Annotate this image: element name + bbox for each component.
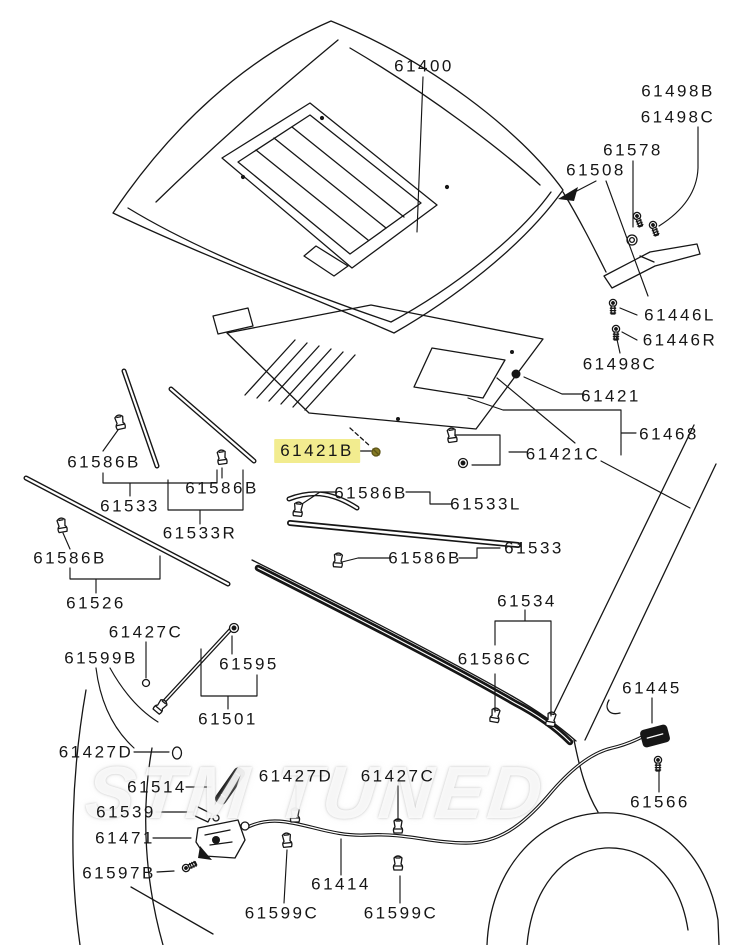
part-label-61501: 61501	[198, 709, 258, 729]
part-label-61566: 61566	[630, 792, 690, 812]
part-label-61498C: 61498C	[640, 107, 716, 127]
part-label-61599B: 61599B	[64, 648, 138, 668]
part-label-61421: 61421	[581, 386, 641, 406]
release-handle	[606, 699, 670, 772]
part-label-61599C: 61599C	[244, 903, 320, 923]
part-label-61414: 61414	[311, 874, 371, 894]
hood-vent	[221, 102, 438, 277]
part-label-61597B: 61597B	[82, 863, 156, 883]
hinge-assembly	[562, 191, 701, 341]
part-label-61427C: 61427C	[108, 622, 184, 642]
leader-lines	[62, 76, 699, 904]
part-label-61533: 61533	[504, 538, 564, 558]
prop-rod	[141, 622, 240, 716]
arrowhead-icon	[558, 187, 578, 201]
release-cable	[240, 735, 644, 871]
part-label-61427D: 61427D	[258, 766, 334, 786]
part-label-61498C: 61498C	[582, 354, 658, 374]
hood-latch	[195, 819, 246, 860]
part-label-61586B: 61586B	[67, 452, 141, 472]
part-label-61446R: 61446R	[642, 330, 718, 350]
part-label-61421B-highlighted: 61421B	[274, 439, 360, 463]
part-label-61533L: 61533L	[450, 494, 522, 514]
part-label-61586B: 61586B	[388, 548, 462, 568]
part-label-61421C: 61421C	[525, 444, 601, 464]
part-label-61427D: 61427D	[58, 742, 134, 762]
wheel-arch	[486, 812, 720, 945]
part-label-61471: 61471	[95, 828, 155, 848]
hood-panel	[112, 20, 564, 334]
part-label-61599C: 61599C	[363, 903, 439, 923]
cowl-weatherstrip	[251, 559, 577, 746]
part-label-61445: 61445	[622, 678, 682, 698]
part-label-61498B: 61498B	[641, 81, 715, 101]
part-label-61578: 61578	[603, 140, 663, 160]
grommet-icon	[171, 746, 183, 760]
part-label-61586C: 61586C	[457, 649, 533, 669]
part-label-61514: 61514	[127, 777, 187, 797]
part-label-61446L: 61446L	[644, 305, 716, 325]
weatherstrips	[23, 368, 521, 587]
part-label-61595: 61595	[219, 654, 279, 674]
part-label-61526: 61526	[66, 593, 126, 613]
part-label-61539: 61539	[96, 802, 156, 822]
safety-lever	[192, 805, 220, 823]
striker	[215, 767, 245, 805]
part-label-61400: 61400	[394, 56, 454, 76]
highlighted-clip-icon	[371, 447, 381, 457]
part-label-61508: 61508	[566, 160, 626, 180]
part-label-61586B: 61586B	[185, 478, 259, 498]
part-label-61586B: 61586B	[334, 483, 408, 503]
car-body	[72, 424, 720, 945]
part-label-61533R: 61533R	[162, 523, 238, 543]
part-label-61586B: 61586B	[33, 548, 107, 568]
insulator-panel	[212, 304, 544, 447]
fasteners	[171, 369, 521, 874]
grommet-icon	[511, 369, 521, 379]
part-label-61533: 61533	[100, 496, 160, 516]
part-label-61468: 61468	[639, 424, 699, 444]
hinge-bracket-left	[212, 307, 254, 335]
part-label-61534: 61534	[497, 591, 557, 611]
part-label-61427C: 61427C	[360, 766, 436, 786]
